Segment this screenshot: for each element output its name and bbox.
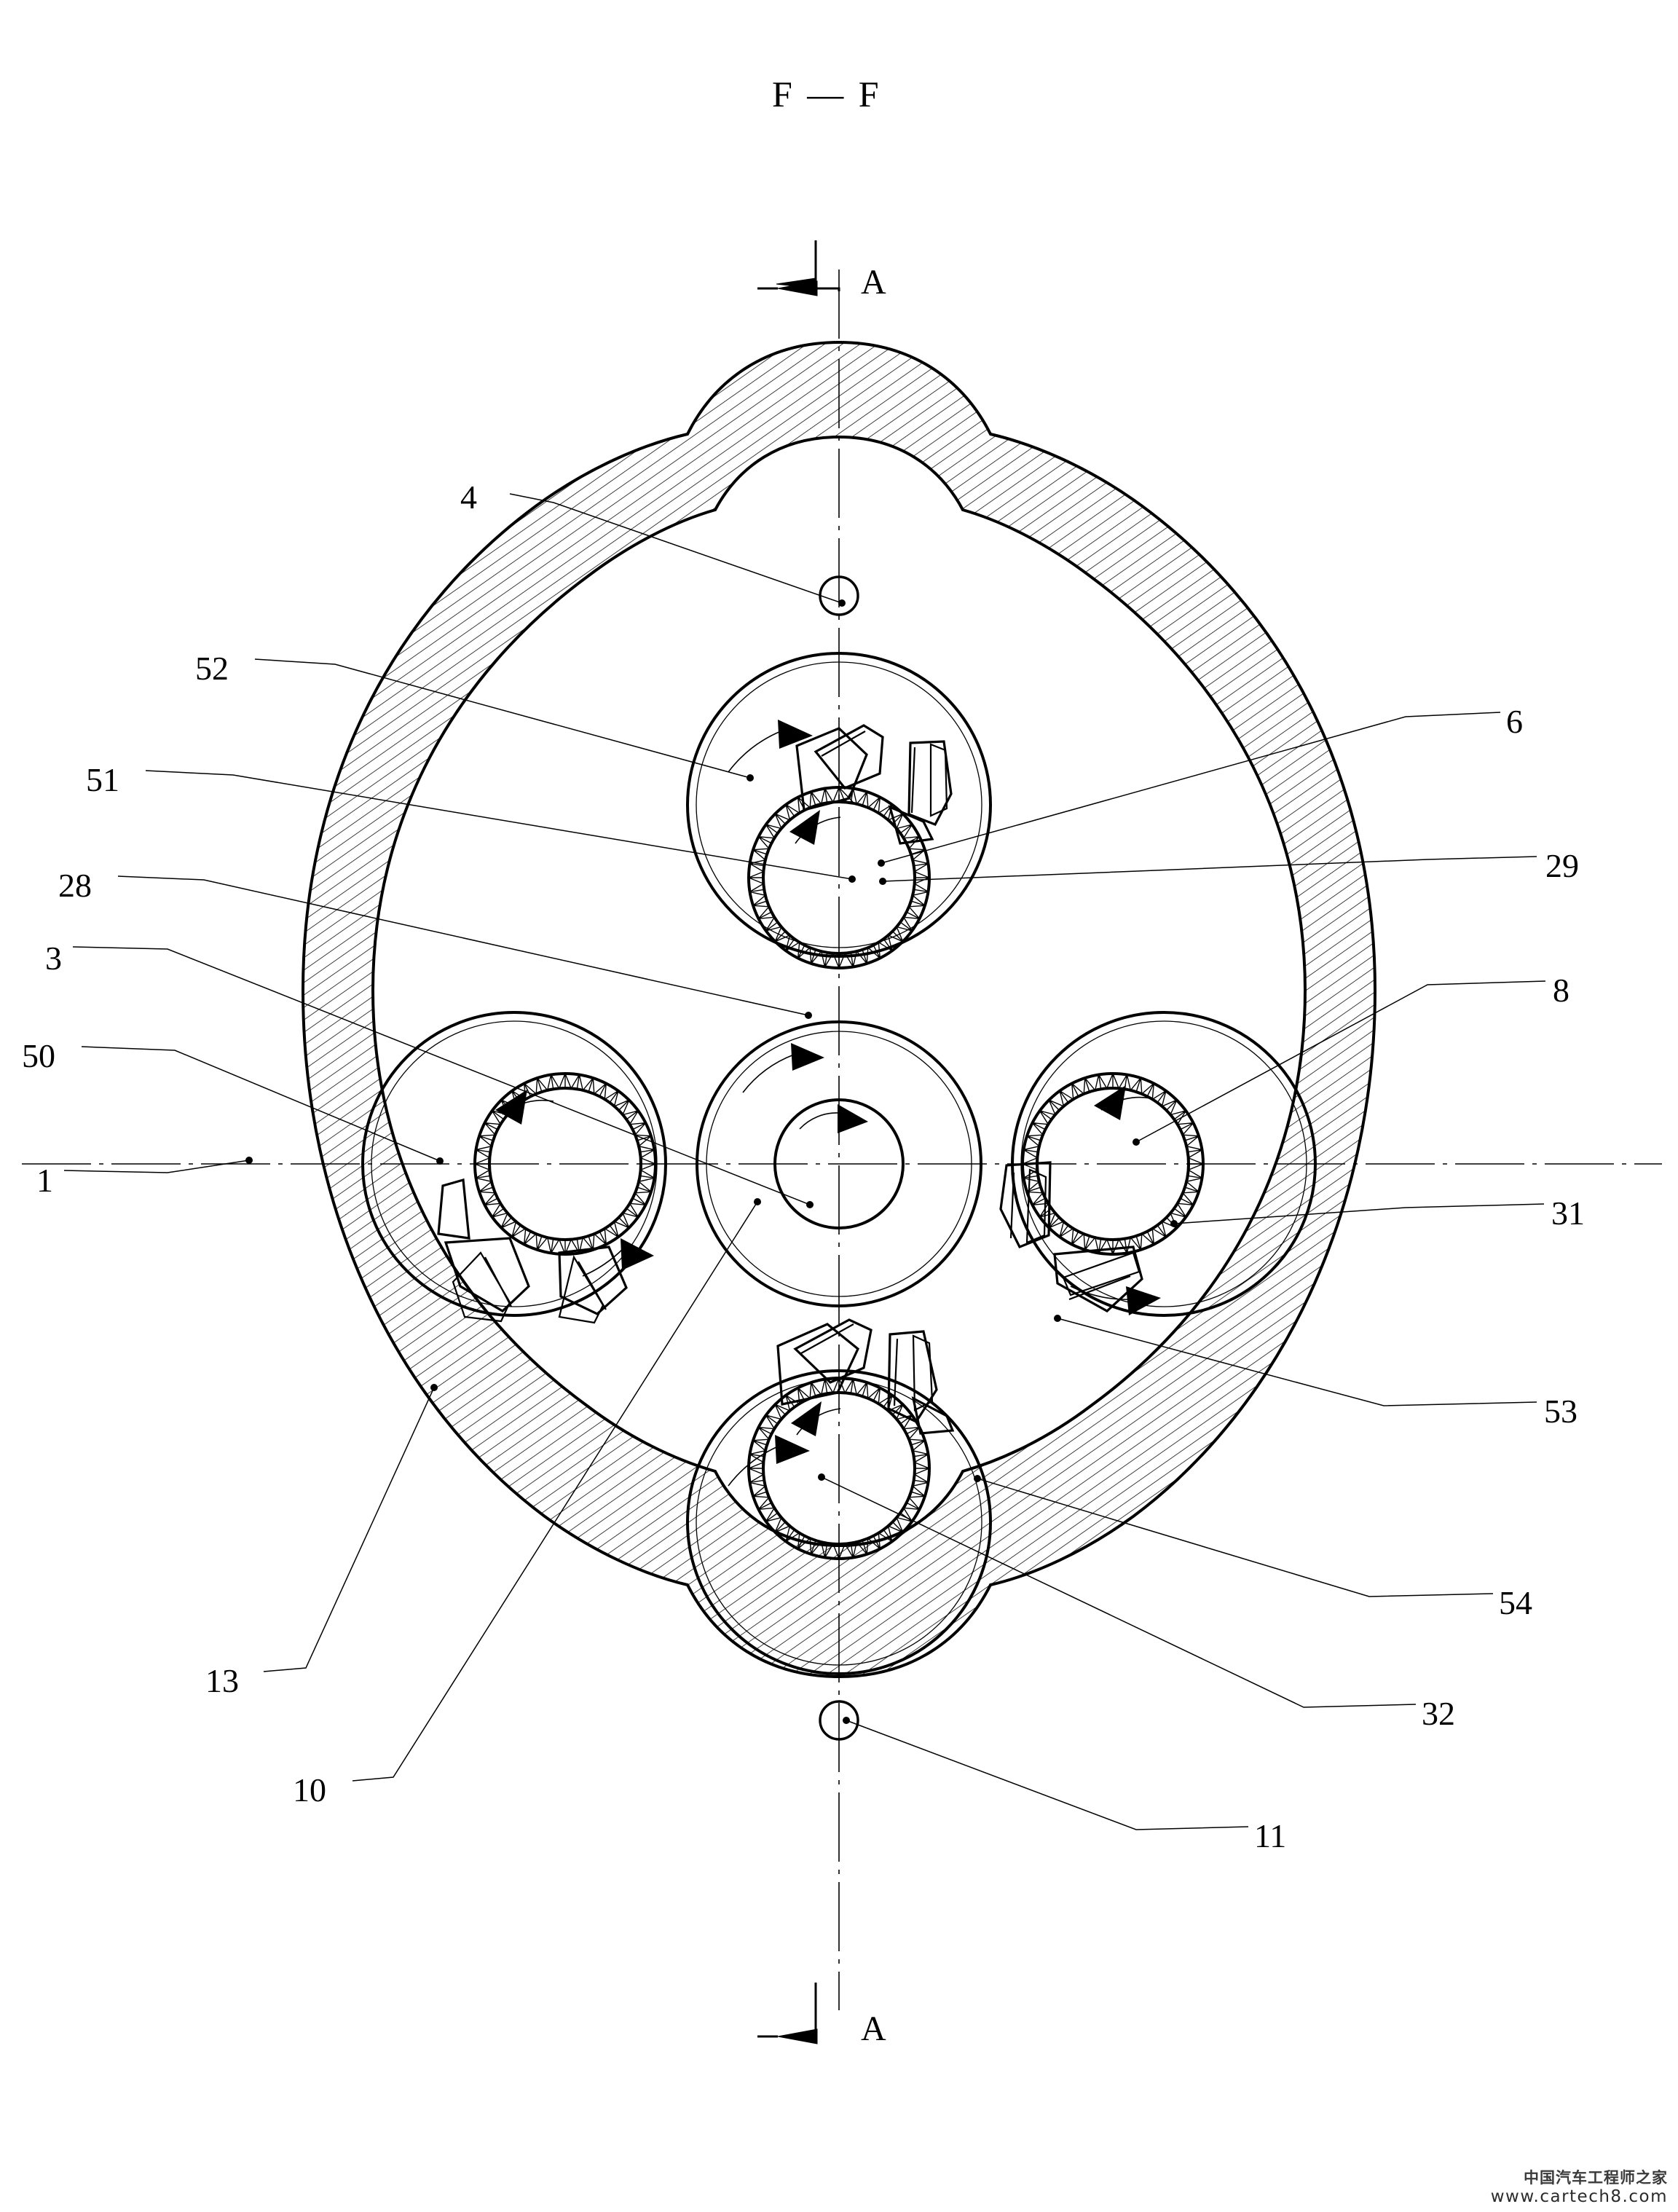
leader-dot-6 — [878, 859, 885, 867]
leader-dot-29 — [879, 878, 886, 885]
leader-line-29 — [882, 856, 1537, 882]
leader-line-54 — [977, 1478, 1494, 1597]
rotor-right-sprag-elements — [1022, 1073, 1204, 1255]
leader-dot-11 — [843, 1717, 850, 1724]
leader-line-6 — [881, 712, 1501, 864]
callout-label-31: 31 — [1551, 1194, 1585, 1232]
rotor-top-pawl-1 — [795, 724, 884, 812]
callout-label-3: 3 — [45, 940, 62, 977]
rotor-left-pawl-2 — [558, 1245, 628, 1324]
callout-label-11: 11 — [1254, 1817, 1287, 1854]
section-arrows — [757, 240, 840, 2044]
callout-label-28: 28 — [58, 867, 92, 904]
callout-label-53: 53 — [1544, 1393, 1577, 1430]
leader-dot-10 — [754, 1198, 761, 1205]
callout-leader-dots — [245, 599, 1178, 1724]
rotor-right-pawl-2 — [1053, 1245, 1143, 1312]
leader-line-10 — [352, 1201, 758, 1782]
watermark-url: www.cartech8.com — [1490, 2187, 1668, 2206]
callout-label-50: 50 — [22, 1037, 55, 1074]
leader-line-11 — [846, 1720, 1249, 1830]
rotor-right-pawl-1 — [999, 1161, 1052, 1249]
leader-line-28 — [117, 875, 809, 1016]
rotor-assembly-top — [686, 652, 992, 969]
rotor-top-sprag-elements — [748, 787, 930, 969]
sprag-zigzag — [1022, 1073, 1204, 1255]
leader-dot-3 — [806, 1201, 814, 1208]
rotor-left-pawl-1 — [437, 1178, 530, 1323]
leader-line-13 — [263, 1387, 435, 1672]
callout-label-29: 29 — [1545, 847, 1579, 884]
leader-line-4 — [509, 493, 843, 604]
leader-dot-53 — [1054, 1315, 1061, 1322]
callout-leader-lines — [63, 493, 1546, 1830]
rotor-top-bore-inner — [696, 661, 982, 948]
section-marker-top: A — [861, 263, 886, 302]
figure-title: F — F — [772, 74, 882, 114]
leader-line-3 — [72, 946, 811, 1205]
leader-dot-51 — [848, 875, 856, 883]
rotor-assembly-left — [361, 1011, 667, 1324]
callout-label-51: 51 — [86, 761, 119, 798]
callout-label-8: 8 — [1553, 972, 1569, 1009]
rotor-top-sprag-ring — [838, 787, 854, 803]
callout-label-4: 4 — [460, 479, 477, 516]
rotor-assembly-right — [999, 1011, 1317, 1317]
callout-label-10: 10 — [293, 1771, 326, 1808]
leader-line-52 — [254, 658, 751, 779]
callout-label-54: 54 — [1499, 1584, 1532, 1621]
watermark-cn: 中国汽车工程师之家 — [1524, 2169, 1668, 2187]
leader-dot-4 — [838, 599, 846, 607]
leader-line-32 — [821, 1476, 1417, 1708]
callout-label-13: 13 — [205, 1662, 239, 1699]
rotor-bottom-pawl-2 — [887, 1330, 955, 1435]
leader-line-31 — [1173, 1203, 1545, 1224]
sprag-zigzag — [748, 1377, 930, 1559]
callout-label-32: 32 — [1422, 1695, 1455, 1732]
leader-dot-50 — [436, 1157, 444, 1165]
leader-dot-8 — [1133, 1138, 1140, 1146]
rotor-bottom-pawl-1 — [776, 1318, 873, 1406]
rotor-left-bore — [361, 1011, 667, 1317]
rotor-top-pawl-2 — [888, 740, 953, 845]
leader-dot-28 — [805, 1012, 812, 1019]
center-hub-circle — [773, 1098, 905, 1229]
leader-dot-1 — [245, 1157, 253, 1164]
watermark: 中国汽车工程师之家 www.cartech8.com — [1491, 2169, 1668, 2206]
leader-dot-52 — [747, 774, 754, 782]
center-lines — [22, 269, 1662, 2010]
leader-dot-32 — [818, 1473, 825, 1481]
leader-line-8 — [1135, 980, 1546, 1143]
leader-dot-54 — [974, 1475, 981, 1482]
rotor-bottom-bore — [686, 1369, 992, 1675]
leader-dot-31 — [1170, 1220, 1178, 1227]
center-planet-carrier-circle — [696, 1020, 982, 1307]
leader-line-51 — [145, 770, 853, 880]
section-marker-bottom: A — [861, 2010, 886, 2048]
leader-line-50 — [81, 1046, 441, 1162]
callout-label-52: 52 — [195, 650, 229, 687]
bolt-hole-bottom — [819, 1700, 859, 1741]
callout-label-1: 1 — [36, 1162, 53, 1199]
leader-line-53 — [1057, 1318, 1537, 1406]
leader-dot-13 — [430, 1384, 438, 1391]
leader-line-1 — [63, 1160, 250, 1173]
sprag-zigzag — [748, 787, 930, 969]
rotor-assembly-bottom — [686, 1318, 992, 1675]
callout-label-6: 6 — [1506, 703, 1523, 740]
rotor-bottom-sprag-elements — [748, 1377, 930, 1559]
